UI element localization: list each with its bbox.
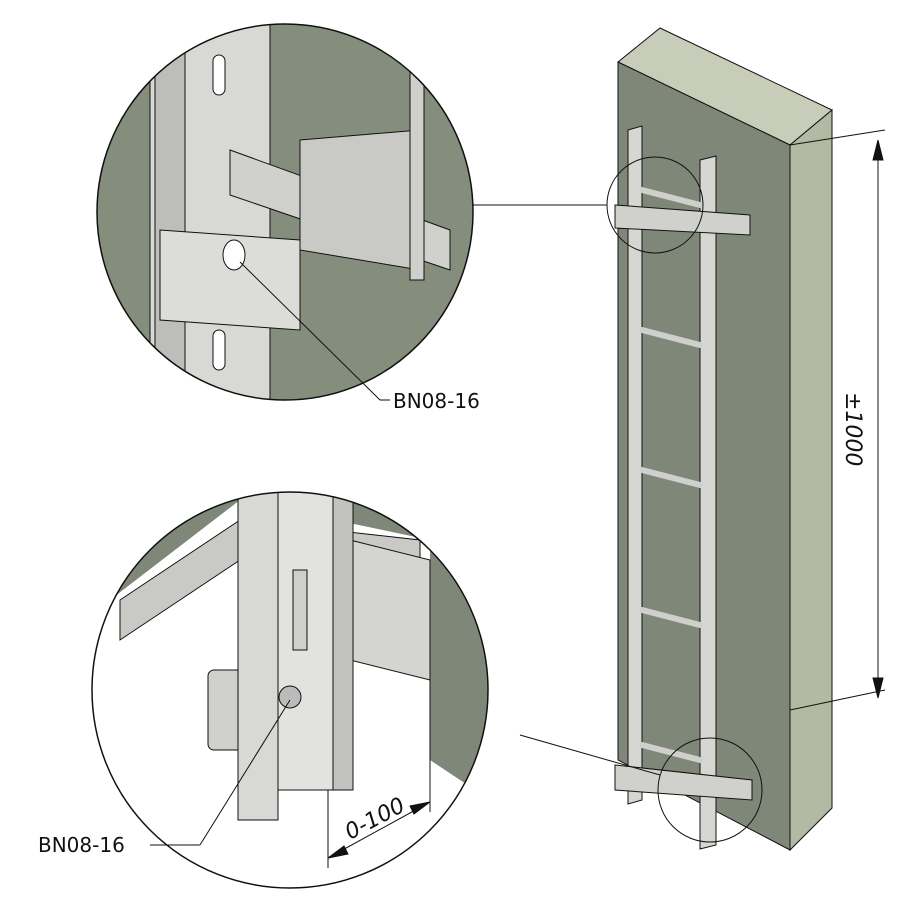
bolt-label-bottom: BN08-16 — [38, 833, 125, 857]
offset-dimension — [327, 640, 431, 868]
detail-top — [97, 24, 473, 400]
leader-bolt-bottom — [199, 699, 291, 846]
concrete-wall — [617, 27, 833, 852]
leader-bottom-detail — [519, 734, 661, 776]
ladder — [614, 125, 753, 850]
height-dimension — [789, 129, 886, 711]
top-bracket — [614, 204, 751, 236]
bottom-bracket — [614, 764, 753, 801]
bolt-hole — [222, 239, 246, 271]
leader-bolt-top — [239, 261, 381, 401]
bolt-label-top: BN08-16 — [393, 389, 480, 413]
bolt — [278, 685, 302, 709]
ladder-rungs — [639, 187, 703, 763]
wall-bracket — [159, 229, 301, 331]
height-dimension-label: ±1000 — [840, 392, 865, 466]
detail-marker-bottom — [657, 737, 763, 843]
